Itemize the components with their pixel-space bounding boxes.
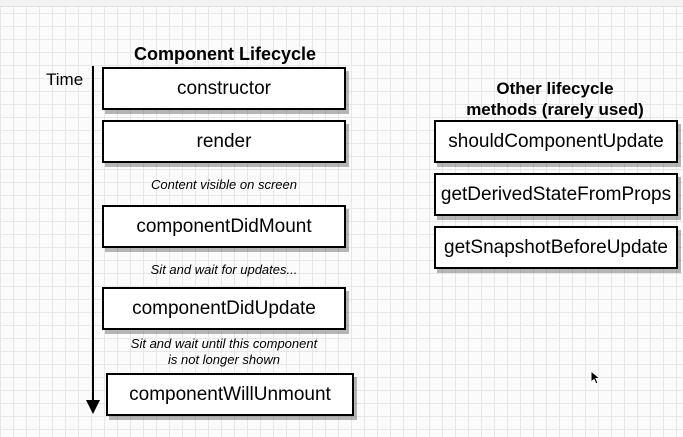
- lifecycle-box-label: componentDidMount: [136, 215, 312, 237]
- note-wait-for-updates: Sit and wait for updates...: [150, 262, 298, 277]
- time-label: Time: [46, 70, 84, 89]
- component-lifecycle-title: Component Lifecycle: [133, 44, 317, 64]
- lifecycle-box-component-will-unmount: componentWillUnmount: [106, 373, 354, 416]
- other-box-label: shouldComponentUpdate: [448, 130, 664, 152]
- other-box-label: getDerivedStateFromProps: [440, 183, 672, 205]
- other-lifecycle-title-line: Other lifecycle: [496, 79, 614, 98]
- note-line: is not longer shown: [167, 352, 280, 367]
- note-wait-until-unmount: Sit and wait until this component is not…: [102, 336, 346, 368]
- lifecycle-box-label: constructor: [177, 77, 271, 99]
- mouse-cursor-icon: [590, 370, 602, 385]
- other-box-should-component-update: shouldComponentUpdate: [434, 120, 678, 163]
- lifecycle-box-constructor: constructor: [102, 67, 346, 110]
- other-box-get-snapshot-before-update: getSnapshotBeforeUpdate: [434, 226, 678, 269]
- time-axis-line: [92, 66, 94, 402]
- other-lifecycle-title-line: methods (rarely used): [466, 100, 644, 119]
- lifecycle-box-label: componentWillUnmount: [129, 383, 331, 405]
- lifecycle-box-label: componentDidUpdate: [132, 297, 316, 319]
- note-content-visible: Content visible on screen: [151, 177, 297, 192]
- lifecycle-box-component-did-mount: componentDidMount: [102, 205, 346, 248]
- time-arrow-head-icon: [86, 400, 100, 414]
- lifecycle-box-component-did-update: componentDidUpdate: [102, 287, 346, 330]
- other-box-get-derived-state-from-props: getDerivedStateFromProps: [434, 173, 678, 216]
- top-toolbar-strip: [0, 0, 683, 7]
- other-box-label: getSnapshotBeforeUpdate: [444, 236, 668, 258]
- lifecycle-box-render: render: [102, 120, 346, 163]
- note-line: Sit and wait until this component: [130, 336, 318, 351]
- other-lifecycle-title: Other lifecycle methods (rarely used): [430, 78, 680, 120]
- lifecycle-box-label: render: [196, 130, 252, 152]
